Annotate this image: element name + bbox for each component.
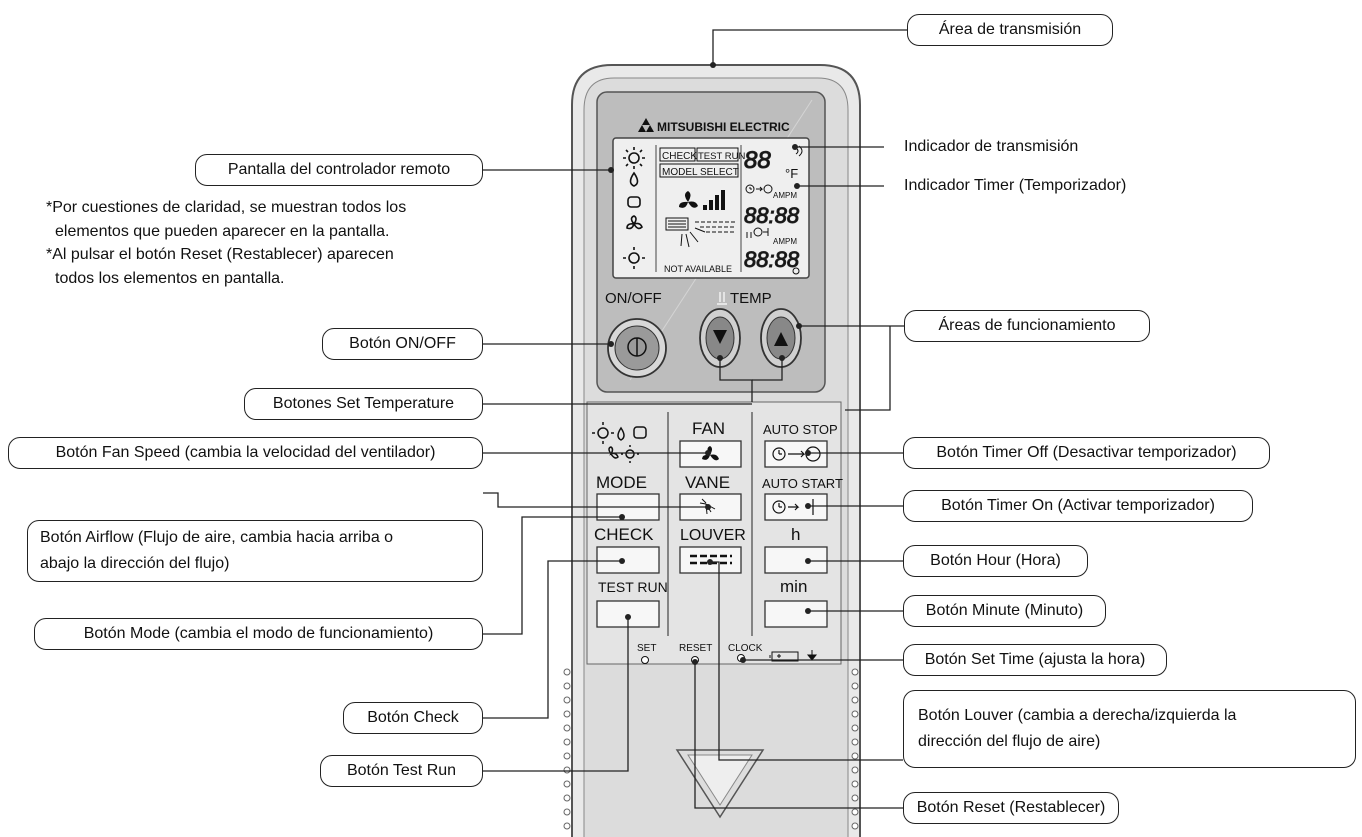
temp-label: TEMP [730, 290, 772, 307]
battery-cover-tab [675, 749, 765, 819]
thermometer-icon [717, 292, 727, 305]
lcd-ampm-1: AMPM [773, 191, 797, 200]
callout-louver-button: Botón Louver (cambia a derecha/izquierda… [903, 690, 1356, 768]
lcd-digits-2: 88:88 [744, 247, 800, 272]
lcd-mode-icons [623, 147, 645, 269]
download-icon [806, 650, 818, 661]
check-label: CHECK [594, 525, 654, 544]
auto-stop-button[interactable] [764, 440, 828, 468]
mode-icons-panel [592, 422, 647, 463]
lcd-vane-icon [665, 217, 735, 248]
temp-up-button[interactable] [760, 308, 802, 368]
brand-logo [638, 118, 654, 132]
lcd-timer-on-icon [746, 227, 769, 238]
brand-text: MITSUBISHI ELECTRIC [657, 120, 790, 134]
on-off-button[interactable] [607, 318, 667, 378]
battery-icon [769, 651, 799, 662]
on-off-label: ON/OFF [605, 290, 662, 307]
hour-label: h [791, 525, 800, 544]
clock-label: CLOCK [728, 643, 763, 654]
airflow-line-1: Botón Airflow (Flujo de aire, cambia hac… [40, 529, 394, 546]
left-grip [563, 668, 571, 830]
auto-start-label: AUTO START [762, 476, 843, 491]
remote-controller: MITSUBISHI ELECTRIC CHECK TEST RUN MODEL… [563, 64, 861, 837]
leader-dots [608, 62, 811, 665]
label-timer-indicator: Indicador Timer (Temporizador) [904, 177, 1127, 194]
louver-line-1: Botón Louver (cambia a derecha/izquierda… [918, 707, 1237, 724]
callout-test-run-button: Botón Test Run [320, 755, 483, 787]
note-2-line-2: todos los elementos en pantalla. [55, 269, 285, 287]
callout-on-off-button: Botón ON/OFF [322, 328, 483, 360]
lcd-not-available: NOT AVAILABLE [664, 264, 732, 274]
lcd-digits-1: 88:88 [744, 203, 800, 228]
minute-button[interactable] [764, 600, 828, 628]
callout-set-time-button: Botón Set Time (ajusta la hora) [903, 644, 1167, 676]
notes-block: *Por cuestiones de claridad, se muestran… [46, 196, 516, 290]
leader-lines [483, 29, 907, 809]
callout-reset-button: Botón Reset (Restablecer) [903, 792, 1119, 824]
callout-airflow-button: Botón Airflow (Flujo de aire, cambia hac… [27, 520, 483, 582]
lcd-check: CHECK [662, 151, 697, 162]
right-grip [851, 668, 859, 830]
fan-label: FAN [692, 419, 725, 438]
lcd-ampm-2: AMPM [773, 237, 797, 246]
check-button[interactable] [596, 546, 660, 574]
lcd-fan-icon [679, 190, 725, 210]
callout-check-button: Botón Check [343, 702, 483, 734]
callout-transmission-area: Área de transmisión [907, 14, 1113, 46]
lcd-temp-unit: °F [785, 166, 798, 181]
louver-line-2: dirección del flujo de aire) [918, 733, 1101, 750]
note-1-line-2: elementos que pueden aparecer en la pant… [55, 222, 390, 240]
callout-operating-areas: Áreas de funcionamiento [904, 310, 1150, 342]
auto-stop-label: AUTO STOP [763, 422, 838, 437]
note-2-line-1: *Al pulsar el botón Reset (Restablecer) … [46, 246, 394, 263]
lcd-timer-off-icon [745, 184, 773, 194]
vane-label: VANE [685, 473, 730, 492]
callout-remote-display: Pantalla del controlador remoto [195, 154, 483, 186]
callout-mode-button: Botón Mode (cambia el modo de funcionami… [34, 618, 483, 650]
set-button[interactable] [641, 656, 649, 664]
set-label: SET [637, 643, 656, 654]
louver-label: LOUVER [680, 527, 746, 544]
arrow-up-icon [774, 332, 788, 346]
callout-minute-button: Botón Minute (Minuto) [903, 595, 1106, 627]
lcd-model-select: MODEL SELECT [662, 167, 739, 178]
test-run-label: TEST RUN [598, 579, 668, 595]
label-transmission-indicator: Indicador de transmisión [904, 138, 1079, 155]
hour-button[interactable] [764, 546, 828, 574]
callout-set-temp-buttons: Botones Set Temperature [244, 388, 483, 420]
reset-label: RESET [679, 643, 712, 654]
mode-label: MODE [596, 473, 647, 492]
lcd-test-run: TEST RUN [698, 151, 745, 162]
callout-timer-on-button: Botón Timer On (Activar temporizador) [903, 490, 1253, 522]
minute-label: min [780, 577, 807, 596]
airflow-line-2: abajo la dirección del flujo) [40, 555, 230, 572]
callout-hour-button: Botón Hour (Hora) [903, 545, 1088, 577]
callout-timer-off-button: Botón Timer Off (Desactivar temporizador… [903, 437, 1270, 469]
callout-fan-speed-button: Botón Fan Speed (cambia la velocidad del… [8, 437, 483, 469]
arrow-down-icon [713, 330, 727, 344]
auto-start-button[interactable] [764, 493, 828, 521]
note-1-line-1: *Por cuestiones de claridad, se muestran… [46, 199, 407, 216]
lcd-temp-digits: 88 [744, 147, 771, 174]
lcd-clock-dot-icon [792, 267, 800, 275]
